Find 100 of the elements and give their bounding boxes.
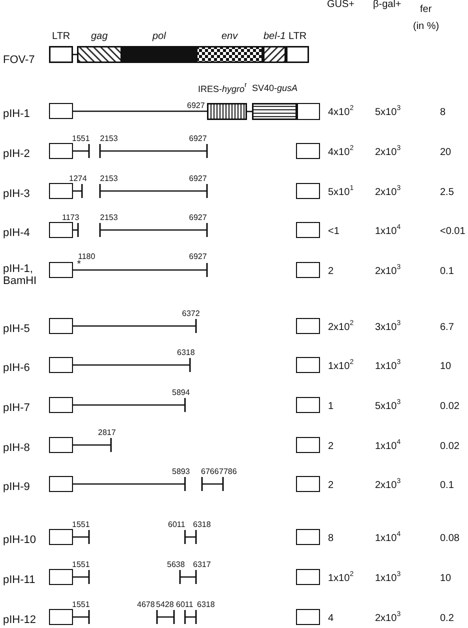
transfer-percent: 0.2 bbox=[440, 613, 454, 625]
position-number: 1173 bbox=[62, 213, 80, 222]
construct-name: pIH-11 bbox=[3, 574, 36, 586]
ltr-box bbox=[296, 569, 320, 585]
ltr-box bbox=[296, 357, 320, 373]
ltr-box bbox=[297, 103, 320, 120]
gus-count: 1x10$^{2}$ bbox=[328, 359, 354, 373]
ltr-box bbox=[49, 569, 73, 585]
ltr-box bbox=[49, 183, 73, 199]
gus-count: <1 bbox=[328, 226, 340, 238]
gus-count: 4x10$^{2}$ bbox=[328, 145, 354, 159]
transfer-percent: 2.5 bbox=[440, 187, 454, 199]
ltr-box bbox=[296, 143, 320, 159]
construct-name: FOV-7 bbox=[3, 54, 35, 66]
construct-name: pIH-7 bbox=[3, 402, 30, 414]
transfer-percent: 20 bbox=[440, 147, 452, 159]
ltr-box bbox=[49, 357, 73, 373]
ltr-box bbox=[49, 222, 73, 238]
construct-name: pIH-2 bbox=[3, 148, 30, 160]
position-number: 1551 bbox=[72, 134, 90, 143]
ltr-box bbox=[49, 476, 73, 492]
transfer-percent: 0.02 bbox=[440, 401, 460, 413]
beta-gal-count: 2x10$^{3}$ bbox=[375, 611, 401, 625]
position-number: 6766 bbox=[201, 467, 219, 476]
position-number: 5893 bbox=[172, 467, 190, 476]
beta-gal-count: 5x10$^{3}$ bbox=[375, 105, 401, 119]
construct-name: pIH-12 bbox=[3, 614, 36, 626]
segment-label: bel-1 bbox=[264, 31, 286, 43]
transfer-percent: 10 bbox=[440, 573, 452, 585]
beta-gal-count: 1x10$^{4}$ bbox=[375, 224, 401, 238]
ltr-box bbox=[296, 318, 320, 334]
ltr-box bbox=[296, 437, 320, 453]
transfer-percent: 0.02 bbox=[440, 441, 460, 453]
position-number: 2817 bbox=[98, 428, 116, 437]
transfer-percent: 0.08 bbox=[440, 533, 460, 545]
gus-count: 2 bbox=[328, 441, 334, 453]
position-number: 4678 bbox=[137, 600, 155, 609]
construct-name: pIH-3 bbox=[3, 188, 30, 200]
segment-label: env bbox=[222, 31, 238, 43]
position-number: 1551 bbox=[72, 560, 90, 569]
ltr-box bbox=[296, 183, 320, 199]
construct-name: pIH-4 bbox=[3, 227, 30, 239]
ltr-box bbox=[49, 103, 73, 119]
ltr-box bbox=[296, 609, 320, 625]
position-number: 6927 bbox=[189, 174, 207, 183]
position-number: 1551 bbox=[72, 520, 90, 529]
position-number: 6011 bbox=[176, 600, 194, 609]
transfer-percent: 10 bbox=[440, 361, 452, 373]
gus-count: 2 bbox=[328, 480, 334, 492]
beta-gal-count: 1x10$^{4}$ bbox=[375, 439, 401, 453]
position-number: 5894 bbox=[172, 388, 190, 397]
position-number: 6372 bbox=[182, 309, 200, 318]
asterisk-mark: * bbox=[77, 259, 81, 271]
position-number: 1180 bbox=[78, 252, 96, 261]
beta-gal-count: 5x10$^{3}$ bbox=[375, 399, 401, 413]
ltr-box bbox=[296, 262, 320, 278]
beta-gal-count: 1x10$^{4}$ bbox=[375, 531, 401, 545]
ltr-box bbox=[49, 318, 73, 334]
position-number: 7786 bbox=[219, 467, 237, 476]
column-header: fer bbox=[420, 4, 432, 16]
segment-label: pol bbox=[152, 31, 166, 43]
gus-count: 2x10$^{2}$ bbox=[328, 320, 354, 334]
position-number: 6318 bbox=[193, 520, 211, 529]
beta-gal-count: 2x10$^{3}$ bbox=[375, 478, 401, 492]
construct-name: pIH-9 bbox=[3, 481, 30, 493]
position-number: 6318 bbox=[177, 348, 195, 357]
gus-count: 1x10$^{2}$ bbox=[328, 571, 354, 585]
position-number: 2153 bbox=[100, 134, 118, 143]
gus-count: 2 bbox=[328, 266, 334, 278]
construct-name: pIH-5 bbox=[3, 323, 30, 335]
construct-name: pIH-1 bbox=[3, 108, 30, 120]
segment-label: LTR bbox=[52, 31, 70, 43]
ltr-box bbox=[49, 437, 73, 453]
ltr-box bbox=[49, 262, 73, 278]
column-header: β-gal+ bbox=[373, 0, 402, 11]
transfer-percent: 0.1 bbox=[440, 266, 454, 278]
construct-name: pIH-1, BamHI bbox=[3, 263, 38, 287]
ltr-box bbox=[49, 143, 73, 159]
position-number: 1551 bbox=[72, 600, 90, 609]
position-number: 6011 bbox=[168, 520, 186, 529]
construct-name: pIH-8 bbox=[3, 442, 30, 454]
position-number: 6927 bbox=[187, 101, 205, 110]
position-number: 5638 bbox=[167, 560, 185, 569]
position-number: 6927 bbox=[189, 213, 207, 222]
segment-label: IRES-hygro$^{r}$ bbox=[198, 82, 247, 95]
position-number: 6318 bbox=[197, 600, 215, 609]
position-number: 6317 bbox=[193, 560, 211, 569]
column-header: GUS+ bbox=[327, 0, 355, 11]
segment-label: gag bbox=[91, 31, 108, 43]
position-number: 1274 bbox=[69, 174, 87, 183]
beta-gal-count: 2x10$^{3}$ bbox=[375, 185, 401, 199]
beta-gal-count: 2x10$^{3}$ bbox=[375, 145, 401, 159]
gus-count: 5x10$^{1}$ bbox=[328, 185, 354, 199]
beta-gal-count: 1x10$^{3}$ bbox=[375, 571, 401, 585]
ltr-box bbox=[49, 397, 73, 413]
column-header: (in %) bbox=[413, 21, 440, 33]
transfer-percent: 8 bbox=[440, 107, 446, 119]
beta-gal-count: 3x10$^{3}$ bbox=[375, 320, 401, 334]
segment-label: LTR bbox=[288, 31, 307, 43]
ltr-box bbox=[296, 222, 320, 238]
